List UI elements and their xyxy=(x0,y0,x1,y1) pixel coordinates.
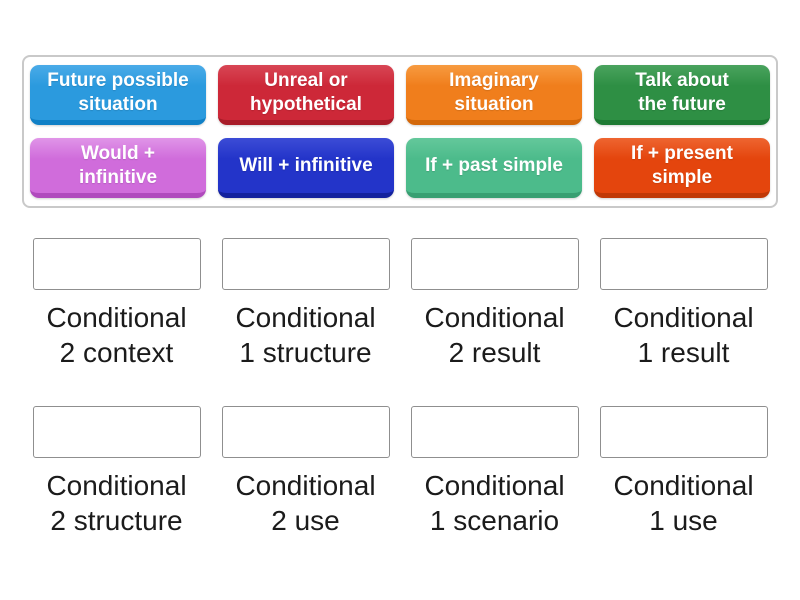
drop-zone-label: Conditional 2 use xyxy=(235,470,376,536)
target-cell: Conditional 1 use xyxy=(589,406,778,538)
answer-tile-will-infinitive[interactable]: Will + infinitive xyxy=(218,138,394,198)
target-cell: Conditional 2 result xyxy=(400,238,589,370)
answer-bank: Future possible situation Unreal or hypo… xyxy=(22,55,778,208)
drop-zone-conditional-2-structure[interactable] xyxy=(32,406,201,458)
drop-zone-conditional-2-context[interactable] xyxy=(32,238,201,290)
answer-tile-if-past-simple[interactable]: If + past simple xyxy=(406,138,582,198)
drop-zone-conditional-2-use[interactable] xyxy=(221,406,390,458)
answer-tile-future-possible-situation[interactable]: Future possible situation xyxy=(30,65,206,125)
drop-zone-label: Conditional 1 use xyxy=(613,470,754,536)
drop-zone-conditional-1-scenario[interactable] xyxy=(410,406,579,458)
drop-zone-label: Conditional 2 result xyxy=(424,302,565,368)
drop-zone-conditional-1-use[interactable] xyxy=(599,406,768,458)
target-cell: Conditional 1 result xyxy=(589,238,778,370)
drop-zone-conditional-1-structure[interactable] xyxy=(221,238,390,290)
drop-zone-label: Conditional 2 context xyxy=(46,302,187,368)
drop-zone-label: Conditional 2 structure xyxy=(46,470,187,536)
drop-zone-conditional-1-result[interactable] xyxy=(599,238,768,290)
target-row-1: Conditional 2 context Conditional 1 stru… xyxy=(22,238,778,370)
answer-tile-imaginary-situation[interactable]: Imaginary situation xyxy=(406,65,582,125)
target-cell: Conditional 1 structure xyxy=(211,238,400,370)
drop-zone-label: Conditional 1 structure xyxy=(235,302,376,368)
target-cell: Conditional 1 scenario xyxy=(400,406,589,538)
target-cell: Conditional 2 use xyxy=(211,406,400,538)
answer-tile-if-present-simple[interactable]: If + present simple xyxy=(594,138,770,198)
target-cell: Conditional 2 context xyxy=(22,238,211,370)
answer-tile-unreal-or-hypothetical[interactable]: Unreal or hypothetical xyxy=(218,65,394,125)
answer-bank-row-2: Would + infinitive Will + infinitive If … xyxy=(30,138,770,198)
answer-tile-would-infinitive[interactable]: Would + infinitive xyxy=(30,138,206,198)
target-row-2: Conditional 2 structure Conditional 2 us… xyxy=(22,406,778,538)
answer-tile-talk-about-the-future[interactable]: Talk about the future xyxy=(594,65,770,125)
target-cell: Conditional 2 structure xyxy=(22,406,211,538)
answer-bank-row-1: Future possible situation Unreal or hypo… xyxy=(30,65,770,125)
drop-zone-label: Conditional 1 result xyxy=(613,302,754,368)
drop-zone-conditional-2-result[interactable] xyxy=(410,238,579,290)
drop-zone-label: Conditional 1 scenario xyxy=(424,470,565,536)
